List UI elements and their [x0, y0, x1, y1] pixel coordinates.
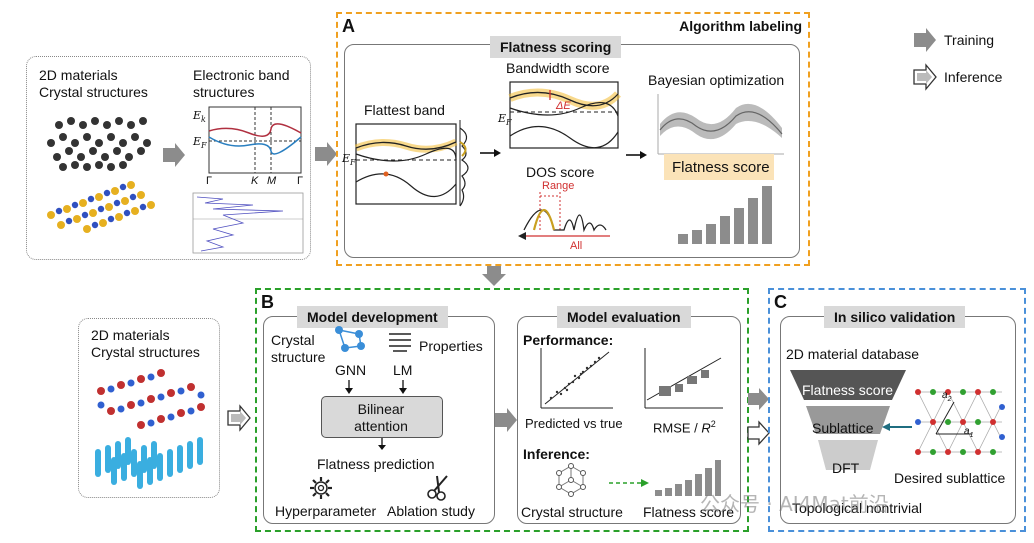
panel-c: C In silico validation 2D material datab… [768, 288, 1026, 532]
funnel-graphic [790, 370, 906, 470]
bayesian-optimization-label: Bayesian optimization [648, 72, 785, 88]
gear-icon [310, 477, 332, 499]
dos-score-label: DOS score [526, 164, 595, 180]
crystal-structure-inference-label: Crystal structure [521, 504, 623, 520]
flatness-score-bars-inference [655, 460, 721, 496]
flatness-score-bars [678, 186, 772, 244]
ek-label: Ek [193, 109, 206, 125]
panel-a-letter: A [342, 16, 355, 36]
funnel-flatness-score: Flatness score [802, 382, 894, 398]
inference-arrow-icon [913, 63, 937, 91]
flatness-score-label: Flatness score [672, 159, 770, 176]
algorithm-labeling-title: Algorithm labeling [679, 18, 802, 34]
delta-e-label: ΔE [556, 100, 571, 112]
ablation-study-label: Ablation study [387, 503, 475, 519]
scissors-icon [427, 475, 448, 501]
flatness-prediction-label: Flatness prediction [317, 456, 435, 472]
dos-spectrum-plot [192, 192, 304, 254]
panel-a: A Algorithm labeling Flatness scoring Fl… [336, 12, 810, 266]
rmse-r2-plot [644, 348, 723, 409]
black-arrow-icon [626, 151, 647, 159]
desired-sublattice-label: Desired sublattice [894, 470, 1006, 486]
properties-label: Properties [419, 338, 483, 354]
down-arrow-small-icon [378, 438, 386, 450]
panel-b-letter: B [261, 292, 274, 312]
in-silico-validation-tag: In silico validation [824, 306, 966, 328]
graphene-lattice-image [47, 117, 151, 171]
inference-label: Inference: [523, 446, 590, 462]
ef-label: EF [193, 135, 207, 151]
graph-network-icon [335, 326, 365, 352]
flattest-band-label: Flattest band [364, 102, 445, 118]
flatness-score-inference-label: Flatness score [643, 504, 735, 520]
inference-arrow-icon [227, 404, 251, 432]
gray-arrow-icon [163, 143, 185, 167]
inference-arrow-icon [747, 420, 770, 446]
red-blue-lattice-image [97, 369, 205, 429]
a2-label: a2 [942, 390, 952, 403]
bandwidth-score-plot [508, 81, 621, 149]
flattest-band-plot [354, 123, 458, 205]
dos-side-curve [459, 120, 469, 207]
band-structure-plot: Ek EF Γ K M Γ [193, 106, 304, 189]
ef-label-a: EF [342, 152, 356, 168]
predicted-vs-true-plot [540, 348, 613, 409]
tick-k: K [251, 175, 259, 187]
green-dashed-arrow-icon [609, 479, 649, 487]
hyperparameter-label: Hyperparameter [275, 503, 377, 519]
legend-inference-label: Inference [944, 69, 1003, 85]
teal-arrow-icon [882, 423, 912, 431]
model-development-tag: Model development [297, 306, 448, 328]
model-evaluation-tag: Model evaluation [557, 306, 691, 328]
rmse-label: RMSE / R2 [653, 419, 716, 436]
predicted-vs-true-label: Predicted vs true [525, 416, 623, 431]
topological-nontrivial-label: Topological nontrivial [792, 500, 922, 516]
down-arrow-icon [482, 266, 506, 286]
down-arrows-icon [345, 380, 407, 394]
panel-c-letter: C [774, 292, 787, 312]
watermark: 公众号 · AI4Mat前沿 [700, 492, 889, 516]
tick-gamma-1: Γ [206, 175, 213, 187]
crystal-graph-icon [556, 463, 586, 497]
training-arrow-icon [914, 28, 936, 52]
performance-label: Performance: [523, 332, 614, 348]
a1-label: a1 [964, 426, 974, 439]
black-arrow-icon [480, 149, 501, 157]
bandwidth-score-label: Bandwidth score [506, 60, 610, 76]
ef-label-b: EF [498, 112, 512, 128]
bayesian-optimization-plot [657, 94, 784, 155]
legend: Training Inference [912, 28, 1022, 98]
funnel-dft: DFT [832, 460, 860, 476]
properties-list-icon [389, 333, 411, 352]
lm-label: LM [393, 362, 413, 378]
gnn-label: GNN [335, 362, 367, 378]
legend-training-label: Training [944, 32, 995, 48]
tick-gamma-2: Γ [297, 175, 304, 187]
tick-m: M [267, 175, 277, 187]
all-label: All [570, 240, 583, 252]
sublattice-graphic [915, 389, 1005, 455]
bilinear-attention-box [321, 396, 443, 438]
range-label: Range [542, 180, 575, 192]
mos2-lattice-image [47, 181, 155, 233]
gray-arrow-icon [315, 142, 337, 166]
dos-score-plot [518, 192, 610, 240]
funnel-sublattice: Sublattice [812, 420, 874, 436]
flatness-scoring-tag: Flatness scoring [490, 36, 622, 58]
gray-arrow-icon [748, 388, 769, 410]
flatness-score-box [664, 154, 774, 180]
gray-arrow-icon [495, 408, 517, 432]
cyan-lattice-image [95, 437, 203, 489]
model-evaluation-box [517, 316, 741, 524]
database-label: 2D material database [786, 346, 920, 362]
